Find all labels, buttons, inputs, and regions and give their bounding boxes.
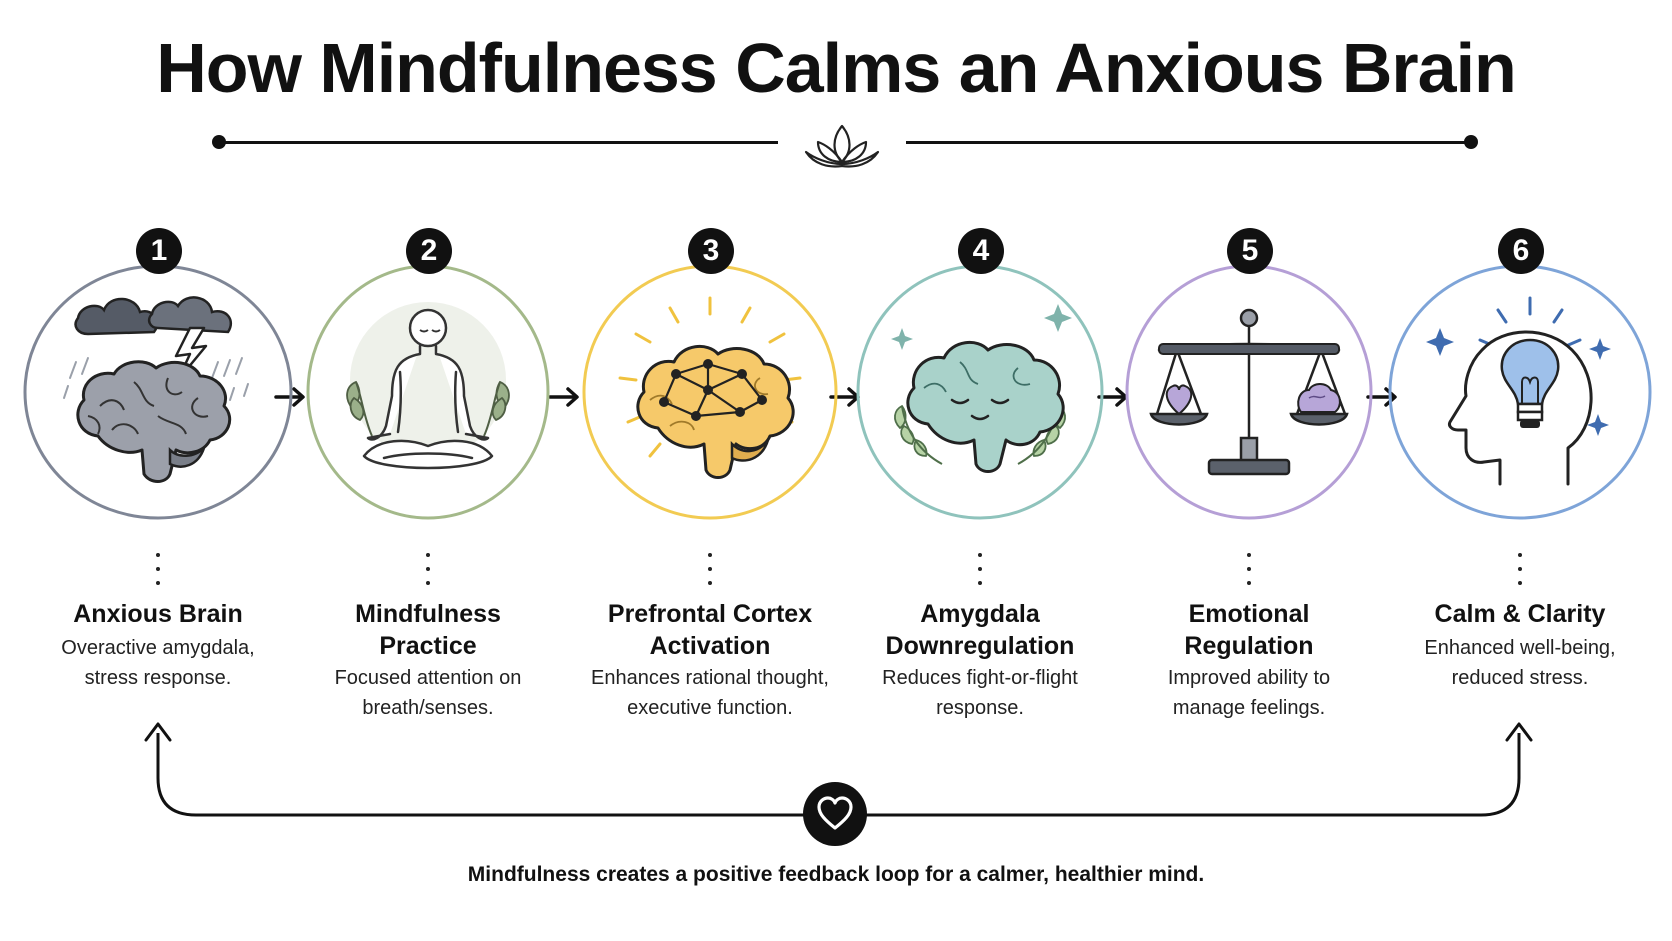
divider-line-left [218, 141, 778, 144]
step-number-badge: 1 [136, 228, 182, 274]
step-description: Overactive amygdala,stress response. [61, 637, 255, 689]
step-number-badge: 2 [406, 228, 452, 274]
step-connector-dots [155, 553, 161, 593]
step-number-badge: 3 [688, 228, 734, 274]
lotus-icon [804, 124, 880, 168]
divider-line-right [906, 141, 1466, 144]
heart-icon [803, 782, 867, 846]
divider-dot-right [1464, 135, 1478, 149]
step-connector-dots [1246, 553, 1252, 593]
step-description: Enhances rational thought,executive func… [591, 667, 829, 719]
step-1: 1 Anxious Brain Overactive amygdala,stre… [18, 228, 298, 748]
step-6: 6 Calm & Clarity Enhanced well-being,red… [1380, 228, 1660, 748]
arrow-right-icon [274, 387, 305, 407]
footer-caption: Mindfulness creates a positive feedback … [467, 863, 1205, 886]
step-connector-dots [1517, 553, 1523, 593]
step-connector-dots [425, 553, 431, 593]
glowing-brain-icon [618, 296, 802, 479]
step-label: Calm & Clarity [1434, 600, 1606, 628]
page-title: How Mindfulness Calms an Anxious Brain [156, 29, 1517, 107]
step-description: Enhanced well-being,reduced stress. [1424, 637, 1616, 689]
step-connector-dots [707, 553, 713, 593]
calm-brain-icon [891, 304, 1072, 473]
arrow-right-icon [548, 387, 579, 407]
step-label: Anxious Brain [73, 600, 243, 628]
head-lightbulb-icon [1426, 296, 1611, 486]
storm-brain-icon [63, 296, 249, 483]
step-connector-dots [977, 553, 983, 593]
meditating-person-icon [346, 302, 510, 470]
step-number-badge: 6 [1498, 228, 1544, 274]
balance-scale-icon [1149, 308, 1349, 476]
step-number-badge: 5 [1227, 228, 1273, 274]
step-number-badge: 4 [958, 228, 1004, 274]
